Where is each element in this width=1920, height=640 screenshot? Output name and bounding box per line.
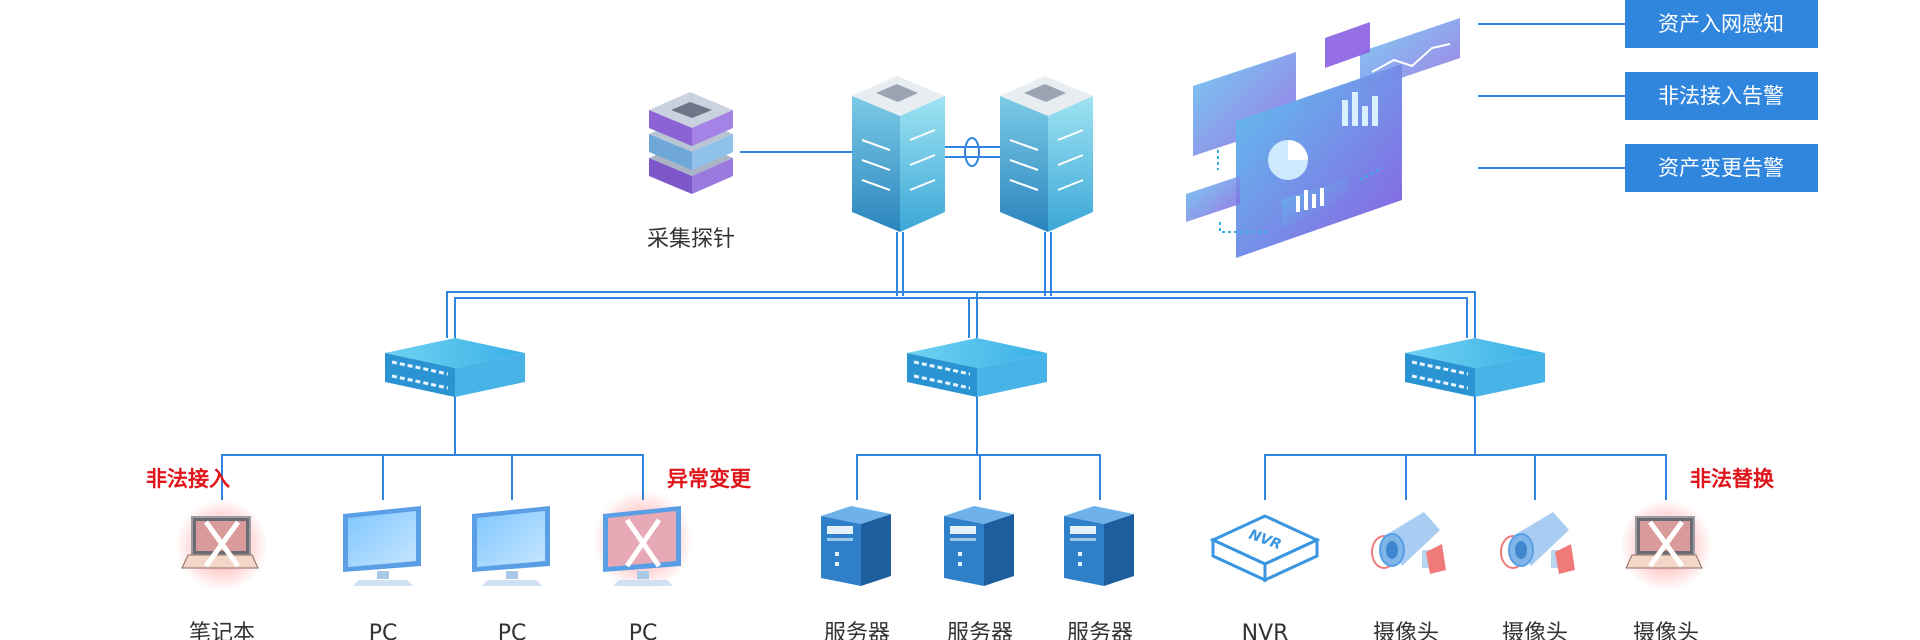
device-label: 摄像头 [1633, 621, 1699, 640]
server-icon [821, 506, 891, 586]
device-replaced-camera[interactable]: 摄像头 [1620, 499, 1712, 640]
core-servers [852, 76, 1093, 232]
illegal-access-alert-button-label: 非法接入告警 [1658, 84, 1784, 108]
monitor-icon [593, 490, 693, 590]
device-label: 笔记本 [189, 621, 255, 640]
device-server[interactable]: 服务器 [944, 506, 1014, 640]
alert-buttons: 资产入网感知 非法接入告警 资产变更告警 [1625, 0, 1818, 192]
server-icon [944, 506, 1014, 586]
nvr-icon: NVR [1209, 514, 1321, 583]
collection-probe[interactable]: 采集探针 [647, 92, 735, 252]
illegal-access-alert: 非法接入 [146, 467, 230, 491]
camera-icon [1500, 512, 1575, 574]
device-label: PC [498, 621, 527, 640]
device-label: 摄像头 [1373, 621, 1439, 640]
analytics-dashboard-icon [1186, 18, 1460, 258]
server-tower-icon [1000, 76, 1093, 232]
device-label: NVR [1242, 621, 1289, 640]
device-label: PC [369, 621, 398, 640]
device-label: 摄像头 [1502, 621, 1568, 640]
network-switch-icon [385, 338, 525, 397]
device-nvr[interactable]: NVR NVR [1209, 514, 1321, 640]
device-camera[interactable]: 摄像头 [1371, 512, 1446, 640]
network-switch-icon [1405, 338, 1545, 397]
monitor-icon [472, 506, 550, 586]
device-server[interactable]: 服务器 [821, 506, 891, 640]
device-laptop[interactable]: 笔记本 [176, 499, 268, 640]
network-switch-icon [907, 338, 1047, 397]
device-label: PC [629, 621, 658, 640]
asset-change-alert-button-label: 资产变更告警 [1658, 156, 1784, 180]
laptop-icon [176, 499, 268, 591]
laptop-icon [1620, 499, 1712, 591]
connection-lines [221, 23, 1667, 500]
asset-onboarding-button[interactable]: 资产入网感知 [1625, 0, 1818, 48]
device-label: 服务器 [824, 621, 890, 640]
asset-onboarding-button-label: 资产入网感知 [1658, 12, 1784, 36]
device-server[interactable]: 服务器 [1064, 506, 1134, 640]
monitor-icon [343, 506, 421, 586]
device-pc[interactable]: PC [472, 506, 550, 640]
device-pc[interactable]: PC [343, 506, 421, 640]
illegal-access-alert-button[interactable]: 非法接入告警 [1625, 72, 1818, 120]
probe-stack-icon [649, 92, 733, 194]
device-label: 服务器 [1067, 621, 1133, 640]
abnormal-change-alert: 异常变更 [667, 467, 752, 491]
device-camera[interactable]: 摄像头 [1500, 512, 1575, 640]
illegal-replace-alert: 非法替换 [1690, 467, 1775, 491]
switches [385, 338, 1545, 397]
server-tower-icon [852, 76, 945, 232]
device-pc[interactable]: PC [593, 490, 693, 640]
asset-change-alert-button[interactable]: 资产变更告警 [1625, 144, 1818, 192]
device-label: 服务器 [947, 621, 1013, 640]
server-icon [1064, 506, 1134, 586]
probe-label: 采集探针 [647, 227, 735, 252]
camera-icon [1371, 512, 1446, 574]
